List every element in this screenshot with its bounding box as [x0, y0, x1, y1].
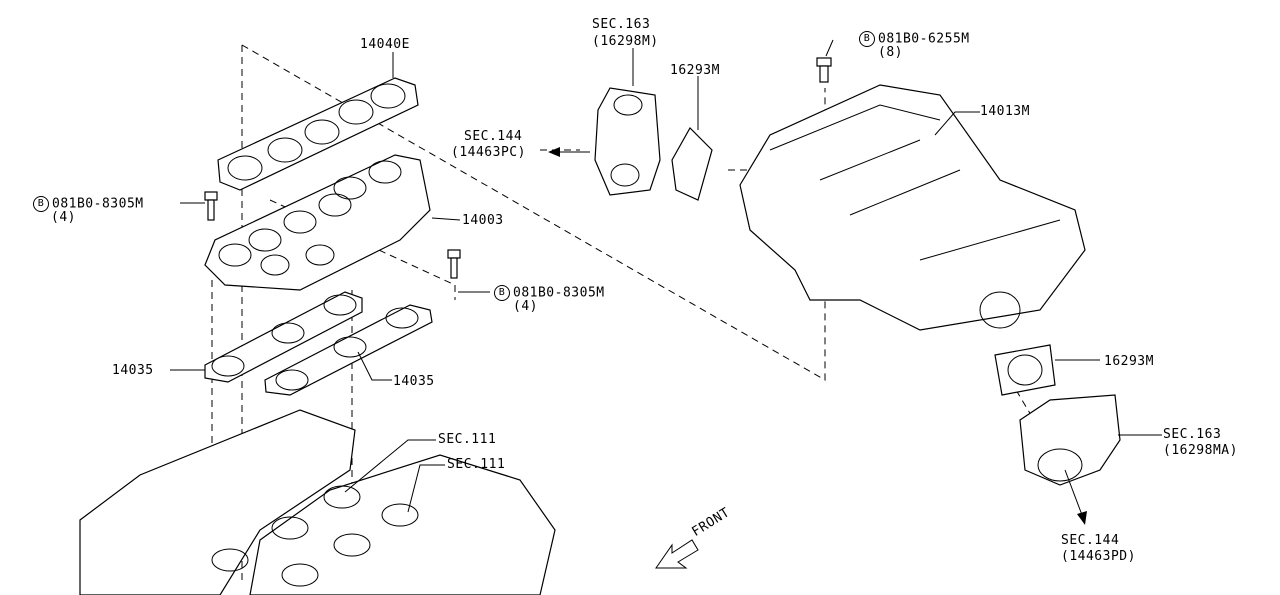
- label-16298m: (16298M): [592, 34, 659, 49]
- intake-manifold-14013m: [739, 84, 1086, 331]
- label-14003: 14003: [462, 213, 504, 228]
- label-bolt-top-code: 081B0-6255M: [878, 31, 970, 47]
- bolt-badge-icon: B: [33, 196, 49, 212]
- gasket-16293m-upper: [671, 127, 713, 201]
- label-bolt-left-code: 081B0-8305M: [52, 196, 144, 212]
- label-16298ma: (16298MA): [1163, 443, 1238, 458]
- bolt-top: [816, 57, 832, 83]
- arrow-to-sec144-left: [548, 147, 590, 157]
- collector-14003: [204, 154, 431, 291]
- label-sec163-top: SEC.163: [592, 17, 651, 32]
- label-14013m: 14013M: [980, 104, 1030, 119]
- label-bolt-middle-qty: (4): [513, 299, 538, 314]
- leader-lines: [170, 39, 1162, 513]
- label-sec163-right: SEC.163: [1163, 427, 1222, 442]
- label-sec144-left: SEC.144: [464, 129, 523, 144]
- label-14035-right: 14035: [393, 374, 435, 389]
- bolt-middle: [447, 249, 461, 279]
- label-sec111-lower: SEC.111: [447, 457, 506, 472]
- label-14035-left: 14035: [112, 363, 154, 378]
- throttle-body-upper: [594, 87, 661, 196]
- label-bolt-middle-code: 081B0-8305M: [513, 285, 605, 301]
- label-14463pc: (14463PC): [451, 145, 526, 160]
- bolt-badge-icon: B: [494, 285, 510, 301]
- label-16293m-top: 16293M: [670, 63, 720, 78]
- label-sec111-upper: SEC.111: [438, 432, 497, 447]
- gasket-16293m-lower: [994, 344, 1056, 396]
- label-bolt-left-qty: (4): [51, 210, 76, 225]
- gasket-14035-right: [264, 304, 433, 396]
- front-arrow: [655, 539, 699, 569]
- arrow-to-sec144-bottom: [1064, 469, 1087, 525]
- throttle-body-lower: [1019, 394, 1121, 486]
- gasket-14040e: [217, 77, 419, 191]
- label-14040e: 14040E: [360, 37, 410, 52]
- label-14463pd: (14463PD): [1061, 549, 1136, 564]
- label-sec144-bottom: SEC.144: [1061, 533, 1120, 548]
- label-bolt-top-qty: (8): [878, 45, 903, 60]
- bolt-left: [204, 191, 218, 221]
- gasket-14035-left: [204, 291, 363, 383]
- cylinder-heads: [79, 409, 556, 595]
- bolt-badge-icon: B: [859, 31, 875, 47]
- label-16293m-right: 16293M: [1104, 354, 1154, 369]
